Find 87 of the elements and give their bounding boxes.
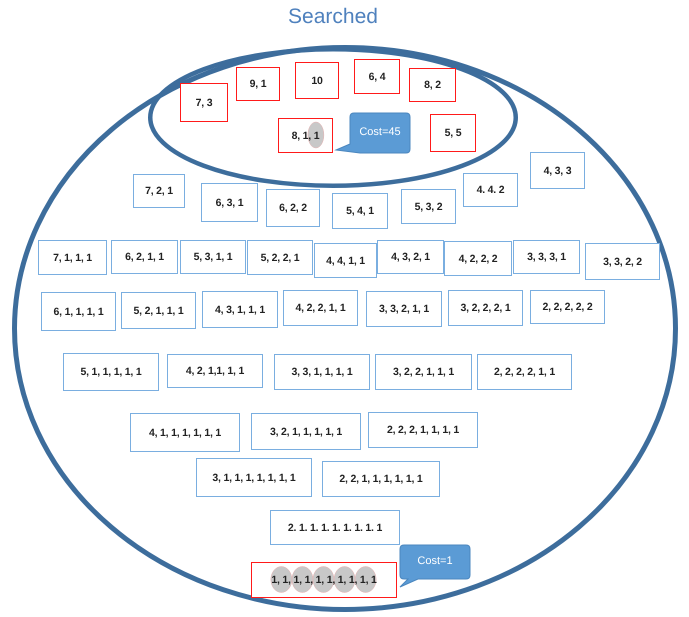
partition-box — [274, 354, 370, 390]
searched-partition-box — [295, 62, 339, 99]
partition-box — [332, 193, 388, 229]
partition-box — [530, 152, 585, 189]
partition-text: 6, 1, 1, 1, 1 — [54, 306, 104, 318]
partition-text: 5, 3, 2 — [414, 200, 442, 212]
partition-text: 5, 4, 1 — [346, 205, 374, 217]
partition-text: 4, 2, 1,1, 1, 1 — [186, 365, 244, 377]
partition-text: 4. 4. 2 — [476, 184, 504, 196]
partition-text: 6, 4 — [368, 70, 386, 82]
partition-box — [130, 413, 240, 452]
partition-text: 3, 3, 3, 1 — [527, 251, 566, 263]
partition-text: 1, 1, 1, 1, 1, 1, 1, 1, 1, 1 — [271, 574, 377, 586]
partition-box — [322, 461, 440, 497]
partition-text: 3, 3, 2, 1, 1 — [379, 303, 429, 315]
partition-text: 5, 2, 1, 1, 1 — [134, 304, 184, 316]
searched-partition-box — [409, 68, 456, 102]
partition-box — [121, 292, 196, 329]
partition-text: 6, 2, 2 — [279, 202, 307, 214]
partition-box — [585, 243, 660, 280]
partition-box — [133, 174, 185, 208]
partition-text: 2, 2, 1, 1, 1, 1, 1, 1 — [339, 473, 423, 485]
partition-box — [444, 241, 512, 276]
partition-text: 2, 2, 2, 1, 1, 1, 1 — [386, 424, 460, 436]
partition-box — [202, 291, 278, 328]
partition-box — [266, 189, 320, 227]
partition-box — [196, 458, 312, 497]
partition-box — [463, 173, 518, 207]
partition-box — [368, 412, 478, 448]
partition-text: 4, 1, 1, 1, 1, 1, 1 — [148, 426, 222, 438]
partition-box — [477, 354, 572, 390]
partition-text: 3, 2, 1, 1, 1, 1, 1 — [270, 426, 342, 438]
partition-box — [270, 510, 400, 545]
partition-text: 8, 2 — [424, 79, 441, 91]
partition-box — [366, 291, 442, 327]
partition-text: 9, 1 — [250, 78, 266, 90]
partition-box — [201, 183, 258, 222]
partition-box — [63, 353, 159, 391]
partition-text: 5, 2, 2, 1 — [260, 252, 300, 264]
partition-text: 3, 2, 2, 2, 1 — [460, 302, 510, 314]
title: Searched — [287, 5, 379, 29]
partition-text: 3, 2, 2, 1, 1, 1 — [392, 366, 454, 378]
partition-box — [401, 189, 456, 224]
partition-text: 7, 1, 1, 1 — [53, 252, 92, 264]
partition-box — [448, 290, 523, 326]
partition-text: 4, 3, 2, 1 — [391, 251, 430, 263]
partition-text: 3, 3, 2, 2 — [603, 256, 642, 268]
partition-text: 4, 2, 2, 2 — [458, 252, 498, 264]
partition-text: 3, 3, 1, 1, 1, 1 — [291, 366, 352, 378]
partition-text: 3, 1, 1, 1, 1, 1, 1, 1 — [212, 472, 296, 484]
partition-box — [247, 240, 313, 275]
partition-box — [314, 243, 377, 278]
partition-box — [167, 354, 263, 388]
partition-text: 4, 3, 3 — [544, 164, 572, 176]
partition-text: 2. 1. 1. 1. 1. 1. 1. 1. 1 — [288, 522, 382, 534]
partition-text: 4, 2, 2, 1, 1 — [296, 302, 346, 314]
searched-partition-box — [236, 67, 280, 101]
partition-text: 2, 2, 2, 2, 1, 1 — [494, 366, 555, 378]
cost-label: Cost=1 — [416, 555, 454, 567]
partition-box — [513, 240, 580, 274]
partition-text: 4, 3, 1, 1, 1 — [215, 304, 265, 316]
partition-box — [377, 240, 444, 274]
partition-box — [41, 292, 116, 331]
searched-partition-box — [278, 118, 333, 153]
partition-text: 4, 4, 1, 1 — [326, 254, 365, 266]
searched-partition-box — [354, 59, 400, 94]
partition-text: 10 — [311, 74, 323, 86]
partition-text: 6, 3, 1 — [216, 196, 244, 208]
partition-text: 5, 1, 1, 1, 1, 1 — [80, 366, 142, 378]
cost-label: Cost=45 — [358, 126, 402, 138]
searched-partition-box — [430, 114, 476, 152]
partition-text: 8, 1, 1 — [292, 130, 320, 142]
partition-text: 5, 3, 1, 1 — [194, 251, 232, 263]
searched-partition-box — [180, 83, 228, 122]
partition-box — [375, 354, 472, 390]
partition-box — [251, 413, 361, 450]
partition-box — [283, 290, 358, 326]
partition-text: 5, 5 — [444, 127, 462, 139]
partition-box — [180, 240, 246, 274]
partition-box — [38, 240, 107, 275]
partition-text: 6, 2, 1, 1 — [125, 251, 164, 263]
partition-text: 2, 2, 2, 2, 2 — [542, 301, 592, 313]
partition-box — [111, 240, 178, 274]
partition-text: 7, 3 — [196, 96, 212, 108]
partition-box — [530, 290, 605, 324]
partition-text: 7, 2, 1 — [145, 185, 173, 197]
searched-partition-box — [251, 562, 397, 598]
